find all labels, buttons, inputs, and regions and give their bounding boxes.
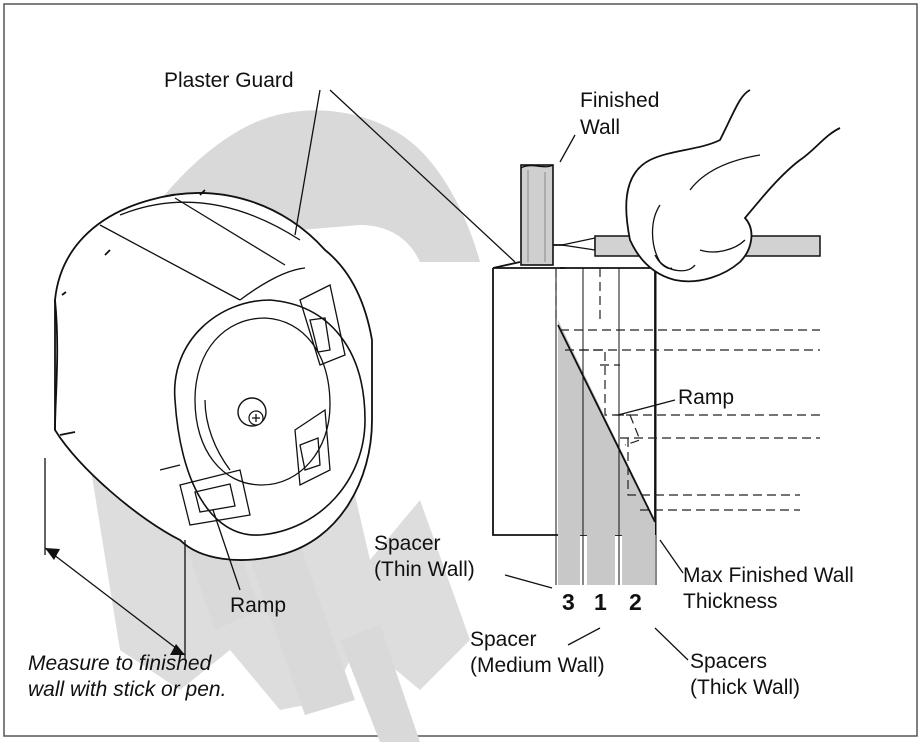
label-max-thickness-2: Thickness xyxy=(683,590,778,613)
label-measure-2: wall with stick or pen. xyxy=(28,678,226,701)
leader-ramp-left xyxy=(212,509,241,591)
label-finished-wall-1: Finished xyxy=(580,89,659,112)
finished-wall xyxy=(520,164,554,266)
label-max-thickness-1: Max Finished Wall xyxy=(683,564,854,587)
label-ramp-left: Ramp xyxy=(230,594,286,617)
leader-spacers-thick xyxy=(654,627,689,661)
cross-section-drawing xyxy=(212,89,841,661)
label-finished-wall-2: Wall xyxy=(580,116,620,139)
label-measure-1: Measure to finished xyxy=(28,652,213,675)
label-spacer-medium-1: Spacer xyxy=(470,628,537,651)
label-spacers-thick-2: (Thick Wall) xyxy=(690,676,800,699)
leader-max-thickness xyxy=(659,539,684,574)
label-spacers-thick-1: Spacers xyxy=(690,650,767,673)
pencil-tip xyxy=(561,237,596,251)
label-ramp-right: Ramp xyxy=(678,386,734,409)
label-plaster-guard: Plaster Guard xyxy=(164,69,294,92)
label-num-2: 2 xyxy=(629,589,642,615)
label-num-1: 1 xyxy=(594,589,607,615)
leader-spacer-thin xyxy=(504,574,553,589)
leader-spacer-medium xyxy=(567,627,601,646)
label-spacer-medium-2: (Medium Wall) xyxy=(470,654,605,677)
hand xyxy=(625,89,841,283)
plaster-guard-drawing xyxy=(44,189,373,660)
leader-plaster-guard-1 xyxy=(294,89,321,236)
leader-finished-wall xyxy=(559,134,576,163)
leader-plaster-guard-2 xyxy=(329,89,516,263)
label-spacer-thin-2: (Thin Wall) xyxy=(374,558,475,581)
label-spacer-thin-1: Spacer xyxy=(374,532,441,555)
label-num-3: 3 xyxy=(562,589,575,615)
leader-ramp-right xyxy=(617,399,676,416)
diagram-frame xyxy=(3,3,918,737)
